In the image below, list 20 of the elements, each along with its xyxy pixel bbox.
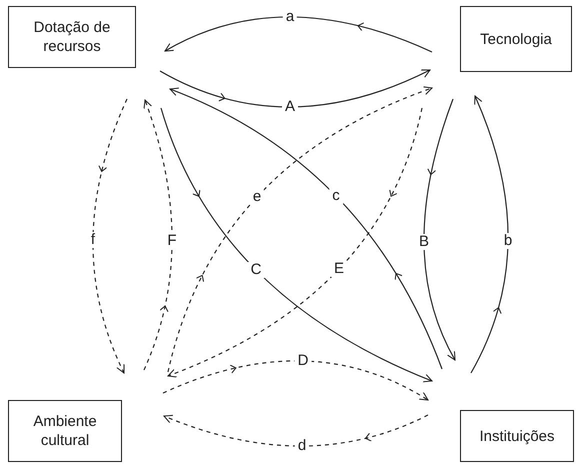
arrow bbox=[164, 16, 432, 52]
dashed-arrow bbox=[162, 360, 429, 401]
arrow bbox=[470, 95, 509, 374]
concept-box bbox=[460, 410, 574, 462]
node-text: Dotação de recursos bbox=[32, 18, 112, 56]
node-text: Instituições bbox=[479, 426, 555, 446]
edge-label: E bbox=[331, 261, 347, 277]
node-text: Ambiente cultural bbox=[32, 412, 98, 450]
concept-box bbox=[460, 6, 572, 72]
dashed-arrow bbox=[92, 98, 128, 374]
arrow bbox=[424, 98, 456, 361]
node-text: Tecnologia bbox=[480, 30, 552, 48]
concept-box bbox=[8, 6, 136, 68]
edge-label: e bbox=[250, 189, 264, 205]
arrow bbox=[160, 70, 431, 108]
edge-label: c bbox=[329, 188, 343, 204]
concept-box bbox=[8, 400, 122, 462]
edge-label: C bbox=[248, 262, 264, 278]
dashed-arrow bbox=[163, 414, 428, 447]
dashed-arrow bbox=[144, 99, 173, 370]
